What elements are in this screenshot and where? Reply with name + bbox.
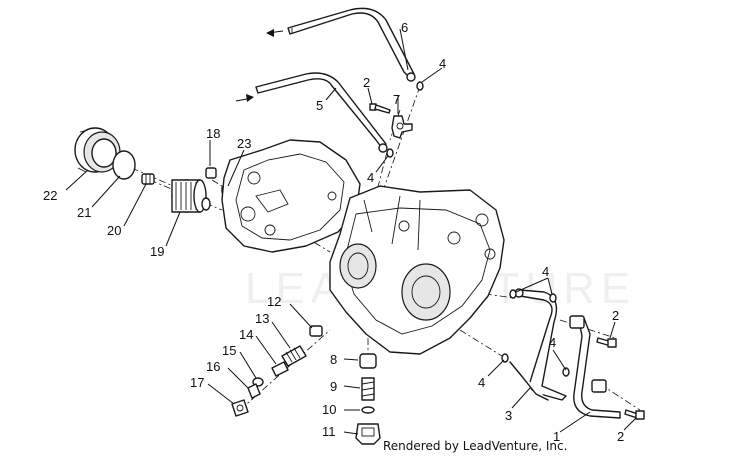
valve-plug-12[interactable] bbox=[309, 325, 323, 337]
callout-22: 22 bbox=[43, 188, 57, 203]
callout-4-mid: 4 bbox=[367, 170, 374, 185]
callout-18: 18 bbox=[206, 126, 220, 141]
callout-10: 10 bbox=[322, 402, 336, 417]
o-ring-pipe-a[interactable] bbox=[509, 289, 517, 299]
bolt-right-upper[interactable] bbox=[596, 337, 617, 348]
bolt-right-lower[interactable] bbox=[624, 409, 645, 420]
cap-11[interactable] bbox=[355, 423, 381, 445]
callout-7: 7 bbox=[393, 92, 400, 107]
callout-12: 12 bbox=[267, 294, 281, 309]
callout-3: 3 bbox=[505, 408, 512, 423]
o-ring-mid[interactable] bbox=[386, 148, 394, 158]
breather-hose-lower[interactable] bbox=[255, 72, 388, 153]
callout-6: 6 bbox=[401, 20, 408, 35]
drain-plug-18[interactable] bbox=[205, 167, 217, 179]
callout-4-top: 4 bbox=[439, 56, 446, 71]
callout-2-top: 2 bbox=[363, 75, 370, 90]
callout-14: 14 bbox=[239, 327, 253, 342]
spring-13[interactable] bbox=[281, 345, 307, 367]
filter-fitting[interactable] bbox=[141, 173, 155, 185]
breather-hose-upper[interactable] bbox=[287, 7, 416, 82]
callout-9: 9 bbox=[330, 379, 337, 394]
callout-2-right-lower: 2 bbox=[617, 429, 624, 444]
o-ring-top[interactable] bbox=[416, 81, 424, 91]
callout-11: 11 bbox=[322, 424, 336, 439]
leader-lines bbox=[65, 28, 637, 435]
valve-14[interactable] bbox=[271, 361, 289, 377]
callout-4-right-top: 4 bbox=[542, 264, 549, 279]
callout-5: 5 bbox=[316, 98, 323, 113]
breather-plug[interactable] bbox=[391, 115, 413, 139]
callout-17: 17 bbox=[190, 375, 204, 390]
callout-21: 21 bbox=[77, 205, 91, 220]
callout-2-right-upper: 2 bbox=[612, 308, 619, 323]
callout-19: 19 bbox=[150, 244, 164, 259]
o-ring-pipe-d[interactable] bbox=[562, 367, 570, 377]
direction-arrow-out bbox=[266, 29, 284, 37]
o-ring-10[interactable] bbox=[361, 406, 375, 414]
callout-labels: 6 4 2 7 5 4 18 23 22 21 20 19 12 13 14 1… bbox=[43, 20, 624, 444]
callout-16: 16 bbox=[206, 359, 220, 374]
callout-23: 23 bbox=[237, 136, 251, 151]
bolt-top[interactable] bbox=[369, 103, 391, 114]
callout-8: 8 bbox=[330, 352, 337, 367]
spring-9[interactable] bbox=[361, 377, 375, 401]
filter-cover-o-ring[interactable] bbox=[112, 150, 136, 180]
render-credit: Rendered by LeadVenture, Inc. bbox=[383, 439, 568, 453]
direction-arrow-in bbox=[235, 94, 254, 102]
oil-pipe-3[interactable] bbox=[509, 288, 567, 401]
plug-17[interactable] bbox=[231, 399, 249, 417]
callout-4-right-low: 4 bbox=[478, 375, 485, 390]
callout-1: 1 bbox=[553, 429, 560, 444]
clutch-cover[interactable] bbox=[221, 139, 361, 253]
callout-15: 15 bbox=[222, 343, 236, 358]
filter-cover[interactable] bbox=[74, 127, 121, 173]
crankcase[interactable] bbox=[329, 185, 505, 355]
callout-4-right-mid: 4 bbox=[549, 335, 556, 350]
callout-13: 13 bbox=[255, 311, 269, 326]
oil-filter[interactable] bbox=[171, 179, 211, 213]
valve-piston-8[interactable] bbox=[359, 353, 377, 369]
seal-16[interactable] bbox=[247, 383, 261, 399]
callout-20: 20 bbox=[107, 223, 121, 238]
o-ring-pipe-b[interactable] bbox=[549, 293, 557, 303]
oil-pipe-1[interactable] bbox=[569, 315, 621, 419]
